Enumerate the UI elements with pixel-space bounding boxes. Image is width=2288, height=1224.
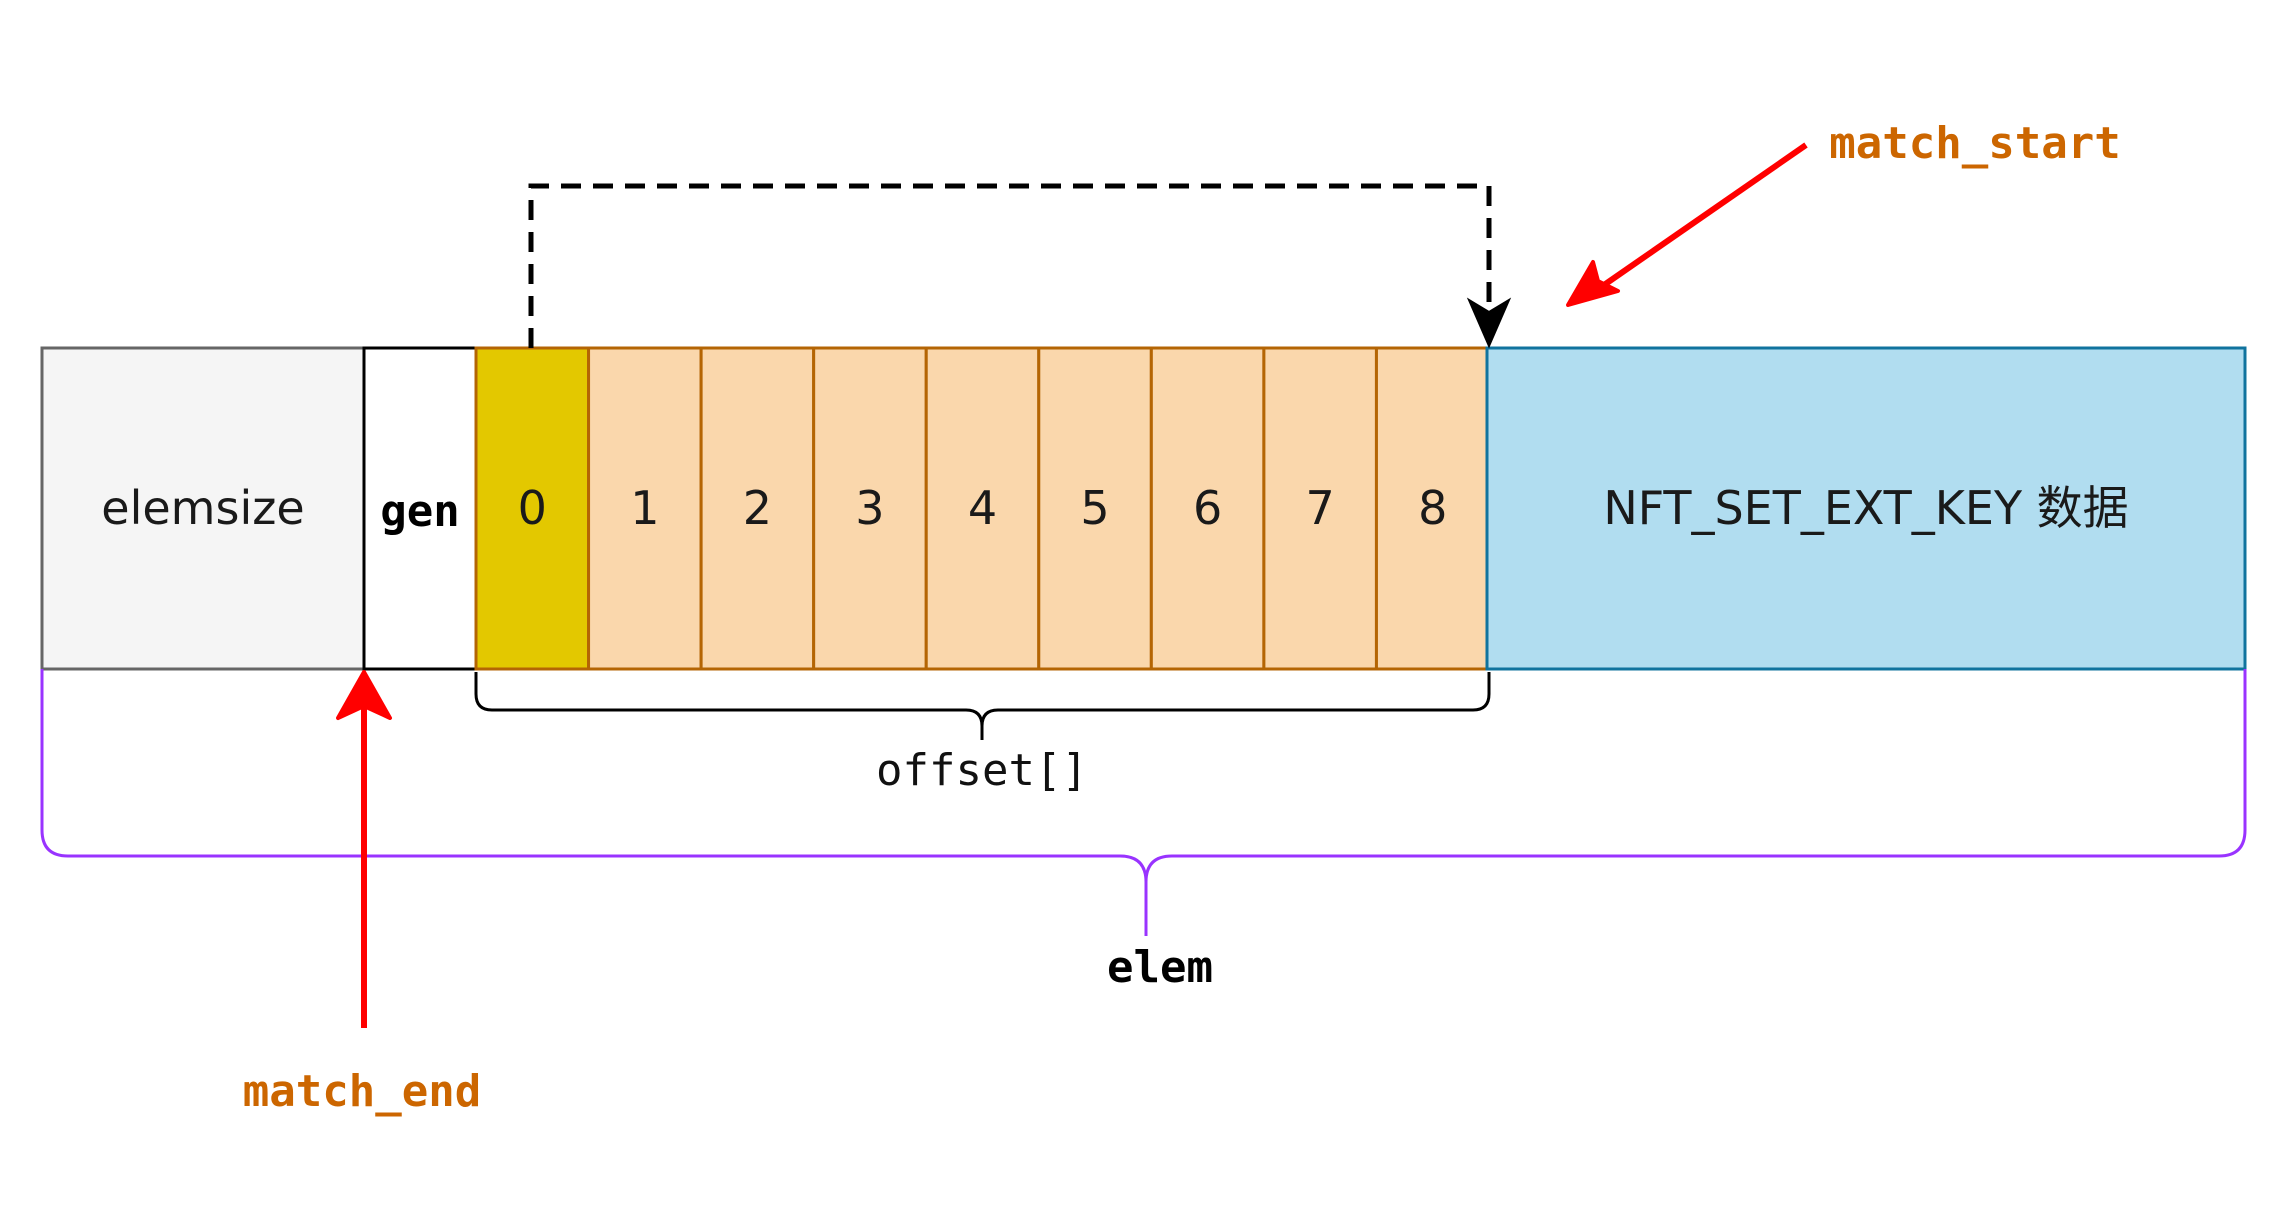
key-data-label: NFT_SET_EXT_KEY 数据	[1603, 481, 2128, 535]
offset-pointer-arrowhead	[1466, 297, 1512, 349]
match-end-label: match_end	[243, 1066, 481, 1117]
key-data-cell: NFT_SET_EXT_KEY 数据	[1485, 346, 2247, 671]
offset-cell-8: 8	[1374, 346, 1491, 671]
elemsize-cell: elemsize	[40, 346, 366, 671]
offset-index-label: 0	[518, 481, 547, 535]
offset-index-label: 1	[630, 481, 659, 535]
offset-cell-2: 2	[699, 346, 816, 671]
offset-array-label: offset[]	[876, 745, 1088, 796]
offset-index-label: 8	[1418, 481, 1447, 535]
match-end-pointer	[336, 670, 392, 1028]
offset-cell-4: 4	[924, 346, 1041, 671]
offset-cell-6: 6	[1149, 346, 1266, 671]
gen-cell: gen	[362, 346, 478, 671]
offset-index-label: 3	[855, 481, 884, 535]
offset-index-label: 5	[1080, 481, 1109, 535]
offset-cells: 0 1 2 3 4 5 6 7 8	[474, 346, 1491, 671]
elem-brace	[40, 669, 2247, 936]
offset-cell-5: 5	[1037, 346, 1153, 671]
offset-cell-0: 0	[474, 346, 591, 671]
offset-index-label: 2	[743, 481, 772, 535]
offset-index-label: 7	[1306, 481, 1335, 535]
gen-label: gen	[380, 486, 459, 537]
offset-brace	[474, 672, 1491, 740]
offset-pointer-dashed-arrow	[528, 183, 1492, 348]
match-start-pointer	[1566, 142, 1808, 307]
offset-index-label: 4	[968, 481, 997, 535]
offset-cell-3: 3	[812, 346, 928, 671]
match-start-label: match_start	[1829, 118, 2120, 169]
elemsize-label: elemsize	[101, 481, 304, 535]
offset-cell-1: 1	[587, 346, 703, 671]
offset-index-label: 6	[1193, 481, 1222, 535]
offset-cell-7: 7	[1262, 346, 1378, 671]
elem-label: elem	[1107, 942, 1213, 993]
